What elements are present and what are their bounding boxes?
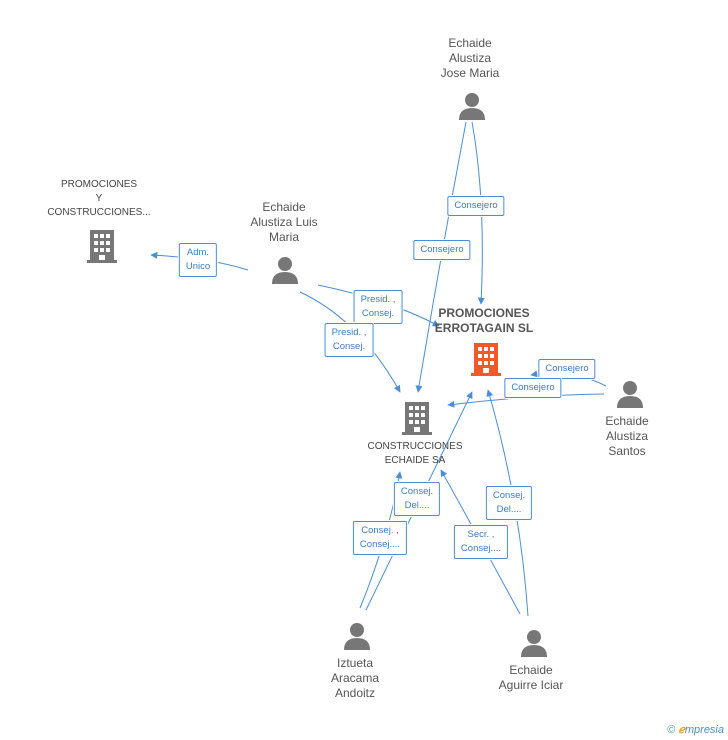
building-icon[interactable] <box>400 400 434 436</box>
node-label-errotagain: PROMOCIONES ERROTAGAIN SL <box>434 306 534 335</box>
building-icon[interactable] <box>85 228 119 264</box>
edge-label-luis-errotagain[interactable]: Presid. , Consej. <box>353 290 403 324</box>
edge-label-santos-construcciones[interactable]: Consejero <box>504 378 562 398</box>
edge-label-iztueta-construcciones[interactable]: Consej. , Consej.... <box>352 521 408 555</box>
edge-label-jose-construcciones[interactable]: Consejero <box>413 240 471 260</box>
edge-label-luis-promociones[interactable]: Adm. Unico <box>178 243 218 277</box>
brand-logo-e: ℯ <box>678 724 685 736</box>
person-icon[interactable] <box>519 628 549 658</box>
copyright-symbol: © <box>667 724 676 736</box>
building-icon-main[interactable] <box>469 341 503 377</box>
node-label-luis-maria: Echaide Alustiza Luis Maria <box>250 200 318 244</box>
edge-label-jose-errotagain[interactable]: Consejero <box>447 196 505 216</box>
edge-label-aguirre-construcciones[interactable]: Secr. , Consej.... <box>453 525 509 559</box>
person-icon[interactable] <box>615 379 645 409</box>
node-label-santos: Echaide Alustiza Santos <box>605 414 649 458</box>
node-label-iztueta: Iztueta Aracama Andoitz <box>330 656 380 700</box>
edge-label-santos-errotagain[interactable]: Consejero <box>538 359 596 379</box>
node-label-construcciones-echaide: CONSTRUCCIONES ECHAIDE SA <box>367 441 463 466</box>
edge-label-aguirre-errotagain[interactable]: Consej. Del.... <box>485 486 533 520</box>
edge-label-luis-construcciones[interactable]: Presid. , Consej. <box>324 323 374 357</box>
person-icon[interactable] <box>270 255 300 285</box>
person-icon[interactable] <box>457 91 487 121</box>
brand-name: mpresia <box>684 724 724 736</box>
node-label-promociones-construcciones: PROMOCIONES Y CONSTRUCCIONES... <box>47 179 151 218</box>
node-label-jose-maria: Echaide Alustiza Jose Maria <box>440 36 500 80</box>
brand-footer: © ℯmpresia <box>667 723 724 736</box>
node-label-aguirre: Echaide Aguirre Iciar <box>498 663 564 692</box>
edge-label-iztueta-errotagain[interactable]: Consej. Del.... <box>393 482 441 516</box>
person-icon[interactable] <box>342 621 372 651</box>
